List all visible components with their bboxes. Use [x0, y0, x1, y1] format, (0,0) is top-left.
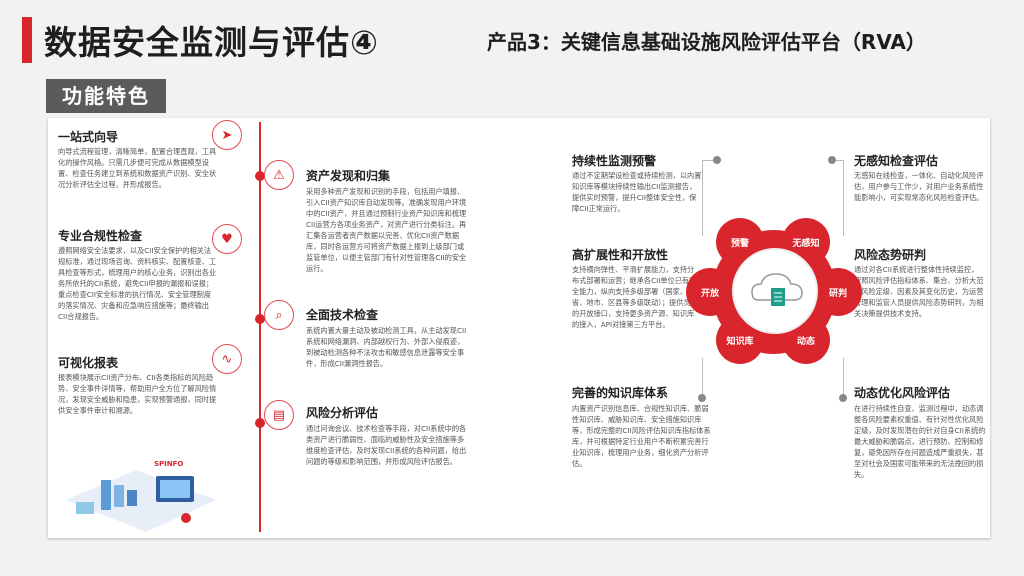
timeline-dot — [255, 418, 265, 428]
connector-dot — [713, 156, 721, 164]
mid-item-title: 资产发现和归集 — [306, 169, 391, 183]
connector-line — [702, 160, 714, 161]
mid-item-title: 风险分析评估 — [306, 406, 379, 420]
logo-text: SPINFO — [154, 460, 183, 468]
connector-line — [832, 160, 844, 161]
left-item-text: 遵照网络安全法要求，以及CII安全保护的相关法规标准，通过现场咨询、资料核实、配… — [58, 246, 217, 321]
content-panel: 一站式向导 向导式流程管理，清晰简单，配置合理直观，工具化的操作风格。只需几步便… — [48, 118, 990, 538]
right-item-text: 内置资产识别信息库、合规性知识库、脆弱性知识库、威胁知识库、安全措施知识库等，形… — [572, 404, 711, 468]
cloud-core — [732, 248, 818, 334]
right-item-title: 动态优化风险评估 — [854, 386, 951, 400]
timeline — [249, 122, 271, 532]
chart-icon: ∿ — [212, 344, 242, 374]
document-icon: ▤ — [264, 400, 294, 430]
send-icon: ➤ — [212, 120, 242, 150]
feature-tag: 功能特色 — [46, 79, 166, 113]
right-item-text: 无感知在线检查，一体化、自动化风险评估，用户参与工作少，对用户业务系统性能影响小… — [854, 171, 984, 202]
mid-item-text: 通过问询会议、技术检查等手段，对CII系统中的各类资产进行脆弱性、面临的威胁性及… — [306, 424, 467, 466]
connector-line — [702, 358, 703, 398]
right-item-title: 完善的知识库体系 — [572, 386, 669, 400]
left-item-title: 一站式向导 — [58, 130, 119, 144]
connector-dot — [839, 394, 847, 402]
search-icon: ⌕ — [264, 300, 294, 330]
connector-line — [843, 160, 844, 236]
right-item-title: 风险态势研判 — [854, 248, 927, 262]
page-title: 数据安全监测与评估④ — [44, 23, 379, 62]
alarm-icon: ⚠ — [264, 160, 294, 190]
right-item-text: 在进行持续性自查、监测过程中，动态调整各风险要素权重值、有针对性优化风险定级，及… — [854, 404, 986, 479]
connector-line — [702, 160, 703, 236]
right-item-text: 支持横向弹性、平滑扩展能力，支持分布式部署和运营；继承各CII单位已有安全能力，… — [572, 265, 698, 329]
connector-dot — [828, 156, 836, 164]
right-item-text: 通过对各CII系统进行整体性持续监控，按照风险评估指标体系、集合、分析大范围风险… — [854, 265, 984, 318]
right-item-title: 无感知检查评估 — [854, 154, 939, 168]
timeline-line — [259, 122, 261, 532]
petal-judge: 研判 — [814, 268, 862, 316]
petal-open: 开放 — [686, 268, 734, 316]
timeline-dot — [255, 314, 265, 324]
connector-line — [843, 358, 844, 398]
timeline-dot — [255, 171, 265, 181]
left-item-title: 可视化报表 — [58, 356, 119, 370]
mid-item-text: 系统内置大量主动及被动检测工具，从主动发现CII系统和网络漏洞、内部越权行为、外… — [306, 326, 467, 368]
mid-item-text: 采用多种资产发现和识别的手段，包括用户填报、引入CII资产知识库自动发现等。准确… — [306, 187, 467, 273]
left-item-text: 报表模块展示CII资产分布、CII各类指标的风险趋势、安全事件详情等，帮助用户全… — [58, 373, 217, 415]
title-accent-bar — [22, 17, 32, 63]
left-item-text: 向导式流程管理，清晰简单，配置合理直观，工具化的操作风格。只需几步便可完成从数据… — [58, 147, 217, 189]
server-illustration: SPINFO — [56, 440, 226, 536]
mid-item-title: 全面技术检查 — [306, 308, 379, 322]
right-item-title: 高扩展性和开放性 — [572, 248, 669, 262]
page-subtitle: 产品3：关键信息基础设施风险评估平台（RVA） — [487, 30, 926, 54]
right-item-title: 持续性监测预警 — [572, 154, 657, 168]
heartbeat-icon: ♥ — [212, 224, 242, 254]
connector-dot — [698, 394, 706, 402]
left-item-title: 专业合规性检查 — [58, 229, 143, 243]
right-item-text: 通过不定期架设检查或持续检测，以内置知识库等模块持续性输出CII监测报告，提供实… — [572, 171, 702, 213]
